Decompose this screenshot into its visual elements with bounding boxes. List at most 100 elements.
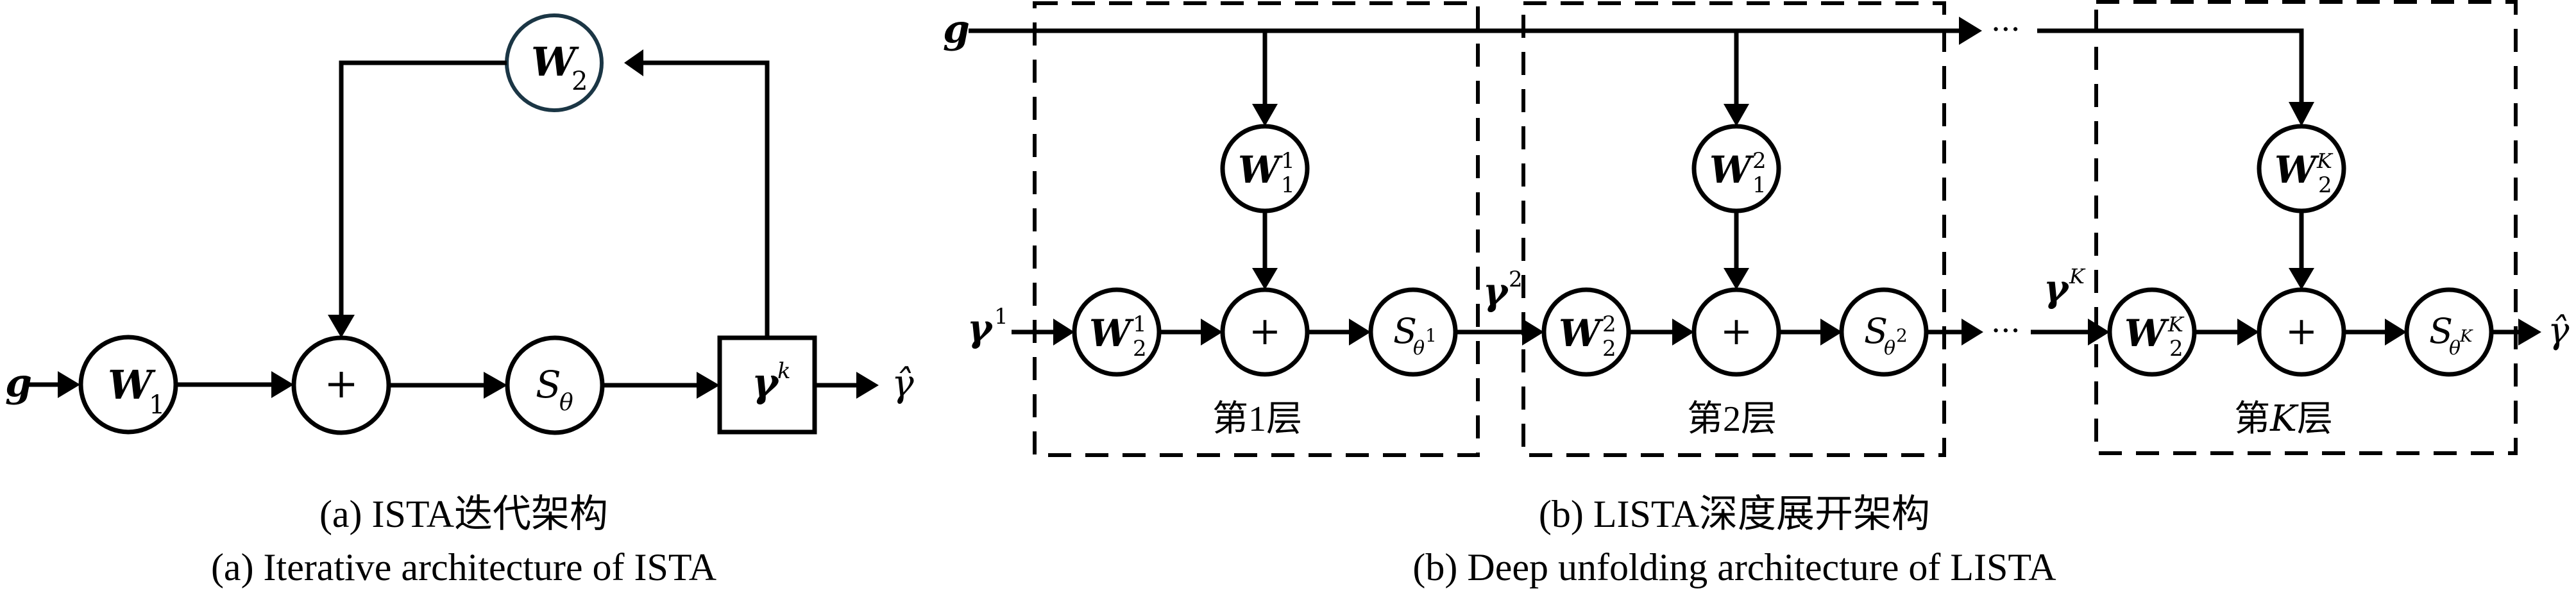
sum-symbol: + bbox=[1720, 309, 1752, 354]
g-bus-k bbox=[2037, 28, 2304, 106]
label-suffix: 层 bbox=[2297, 399, 2333, 439]
output-label-gamma-hat: γ̂ bbox=[2548, 310, 2570, 352]
gamma-base: γ bbox=[752, 359, 780, 406]
layer-1-label: 第1层 bbox=[1212, 399, 1302, 439]
arrowhead bbox=[1820, 319, 1842, 345]
arrowhead bbox=[624, 49, 643, 76]
output-label-gamma-hat: γ̂ bbox=[892, 362, 914, 405]
ellipsis-mid: ··· bbox=[1991, 313, 2021, 349]
node-w2: W 2 bbox=[505, 13, 604, 112]
arrowhead bbox=[2237, 319, 2259, 345]
layer-2-label: 第2层 bbox=[1687, 399, 1777, 439]
node-gamma-k: γ k bbox=[717, 335, 817, 435]
w1-base: W bbox=[108, 362, 156, 408]
w-base: W bbox=[2124, 312, 2169, 355]
gamma-k-base: γ bbox=[2044, 267, 2070, 310]
w-sup: 2 bbox=[1752, 148, 1767, 174]
w-sup: K bbox=[2167, 312, 2185, 337]
node-w1-2: W 2 1 bbox=[1691, 124, 1781, 213]
w-sup: 2 bbox=[1602, 312, 1616, 337]
w-sub: 1 bbox=[1281, 172, 1295, 198]
gamma-k-sup: K bbox=[2069, 264, 2086, 288]
sum-symbol: + bbox=[324, 360, 359, 408]
gamma-1-base: γ bbox=[967, 306, 994, 350]
arrowhead bbox=[1724, 268, 1749, 290]
panel-a-ista: g W 1 + S θ γ k bbox=[5, 13, 914, 588]
s-sub: θ bbox=[2449, 337, 2461, 360]
node-w2-k: W K 2 bbox=[2107, 287, 2197, 377]
w-base: W bbox=[1709, 148, 1754, 192]
s-sub: θ bbox=[1884, 337, 1895, 360]
node-s-theta: S θ bbox=[505, 335, 605, 435]
node-w2-2: W 2 2 bbox=[1541, 287, 1631, 377]
label-var: K bbox=[2269, 398, 2299, 440]
layer-k-label-text: 第K层 bbox=[2234, 398, 2333, 440]
arrowhead bbox=[1724, 104, 1749, 126]
edge-w2-to-sum bbox=[339, 60, 507, 317]
gamma-sup: k bbox=[777, 358, 791, 384]
arrowhead bbox=[2385, 319, 2407, 345]
w2-base: W bbox=[531, 38, 579, 85]
node-s-1: S θ 1 bbox=[1368, 287, 1458, 377]
w-sub: 2 bbox=[2169, 336, 2183, 362]
w-sup: 1 bbox=[1133, 312, 1147, 337]
arrowhead bbox=[1349, 319, 1371, 345]
arrowhead bbox=[2518, 319, 2541, 345]
arrowhead bbox=[1201, 319, 1223, 345]
layer-2: W 2 1 W 2 2 + S θ bbox=[1541, 31, 2021, 439]
layer-box-1 bbox=[1033, 1, 1480, 457]
edge-feedback-gamma-to-w2 bbox=[641, 60, 770, 338]
node-s-2: S θ 2 bbox=[1839, 287, 1929, 377]
node-w2-1: W 1 2 bbox=[1072, 287, 1162, 377]
arrowhead bbox=[484, 372, 507, 399]
gamma-1-sup: 1 bbox=[994, 304, 1008, 329]
label-prefix: 第 bbox=[2234, 399, 2270, 439]
w1-sub: 1 bbox=[149, 390, 165, 420]
caption-b-en: (b) Deep unfolding architecture of LISTA bbox=[1412, 546, 2056, 588]
arrowhead bbox=[271, 371, 294, 398]
node-sum-k: + bbox=[2257, 287, 2346, 377]
caption-a-en: (a) Iterative architecture of ISTA bbox=[211, 546, 716, 588]
node-sum: + bbox=[291, 335, 391, 435]
arrowhead bbox=[1252, 104, 1278, 126]
input-label-g: g bbox=[5, 361, 32, 406]
w-sub: 2 bbox=[2318, 172, 2332, 198]
s-base: S bbox=[1393, 311, 1417, 351]
s-sub: θ bbox=[559, 390, 573, 416]
arrowhead bbox=[2088, 319, 2110, 345]
arrowhead bbox=[328, 315, 355, 338]
layer-1: W 1 1 γ 1 W 1 2 + bbox=[967, 31, 1544, 439]
node-w1-1: W 1 1 bbox=[1220, 124, 1310, 213]
sum-symbol: + bbox=[1249, 309, 1281, 354]
panel-b-lista: g ··· W 1 1 γ 1 W 1 2 bbox=[943, 0, 2570, 588]
arrowhead bbox=[1959, 17, 1982, 45]
s-sub: θ bbox=[1413, 337, 1425, 360]
w-base: W bbox=[1238, 148, 1283, 192]
arrowhead bbox=[1522, 319, 1544, 345]
s-subsup: K bbox=[2459, 327, 2473, 346]
node-sum-2: + bbox=[1691, 287, 1781, 377]
node-sum-1: + bbox=[1220, 287, 1310, 377]
w-sub: 2 bbox=[1602, 336, 1616, 362]
node-top-k: W K 2 bbox=[2257, 124, 2346, 213]
s-base: S bbox=[1864, 311, 1888, 351]
arrowhead bbox=[2289, 268, 2314, 290]
w-sub: 2 bbox=[1133, 336, 1147, 362]
s-base: S bbox=[536, 363, 561, 406]
ellipsis-top: ··· bbox=[1991, 12, 2021, 47]
w-sup: K bbox=[2316, 149, 2334, 173]
node-w1: W 1 bbox=[78, 335, 178, 435]
arrowhead bbox=[697, 372, 720, 399]
w2-sub: 2 bbox=[572, 67, 588, 96]
arrowhead bbox=[1962, 319, 1983, 345]
s-subsup: 1 bbox=[1425, 325, 1437, 346]
gamma-2-sup: 2 bbox=[1509, 267, 1523, 292]
arrowhead bbox=[1672, 319, 1694, 345]
w-base: W bbox=[1089, 312, 1134, 355]
gamma-2-base: γ bbox=[1483, 270, 1509, 313]
s-base: S bbox=[2429, 311, 2453, 351]
arrowhead bbox=[856, 372, 879, 399]
w-sup: 1 bbox=[1281, 148, 1295, 174]
node-s-k: S θ K bbox=[2404, 287, 2494, 377]
w-base: W bbox=[1559, 312, 1604, 355]
